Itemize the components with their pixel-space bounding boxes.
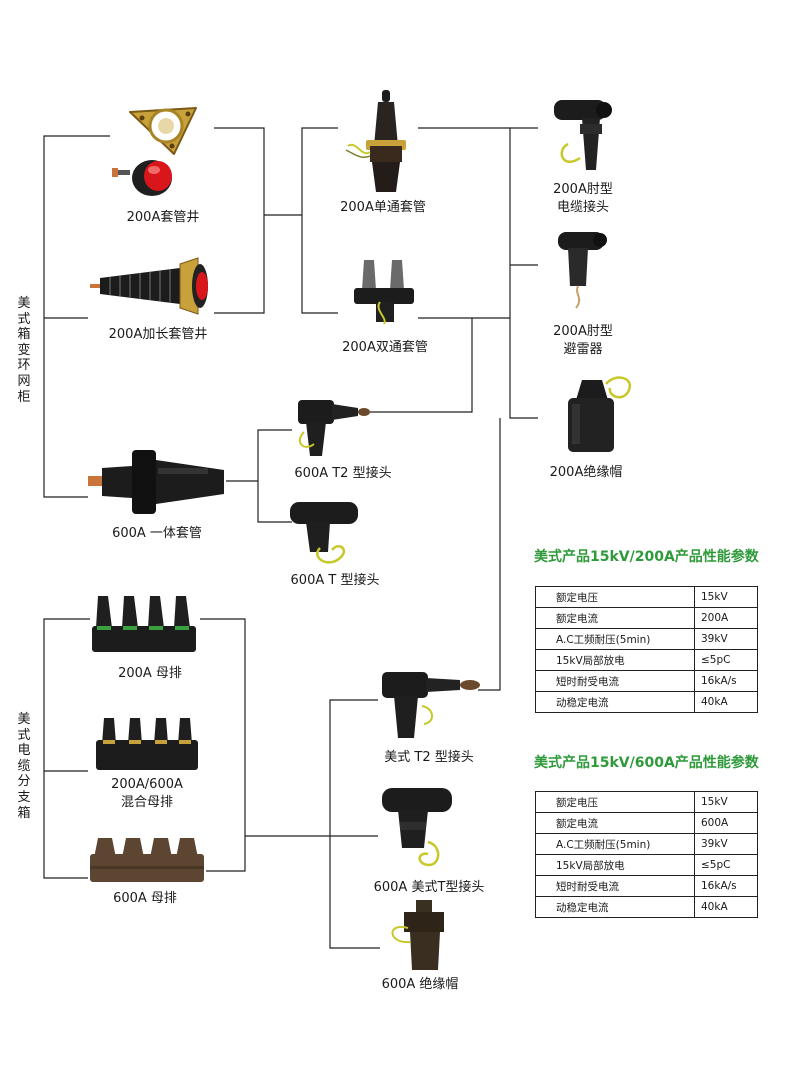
elbow-arrester-label-line2: 避雷器 (563, 342, 603, 357)
spec-value: ≤5pC (694, 854, 758, 876)
busbar-200-image (92, 596, 196, 652)
spec-param: 额定电流 (535, 812, 695, 834)
spec-value: 600A (694, 812, 758, 834)
spec-value: 16kA/s (694, 875, 758, 897)
table-row: 15kV局部放电≤5pC (535, 649, 758, 671)
spec-200-title: 美式产品15kV/200A产品性能参数 (534, 549, 759, 565)
integral-bushing-600-image (88, 450, 224, 514)
mixed-busbar-label-line1: 200A/600A (111, 777, 183, 792)
spec-param: 15kV局部放电 (535, 649, 695, 671)
elbow-arrester-label-line1: 200A肘型 (553, 324, 613, 339)
spec-param: 短时耐受电流 (535, 875, 695, 897)
spec-value: 39kV (694, 833, 758, 855)
us-t-600-connector-label: 600A 美式T型接头 (373, 880, 485, 895)
double-bushing-image (354, 260, 414, 325)
spec-param: 额定电流 (535, 607, 695, 629)
spec-param: 额定电压 (535, 586, 695, 608)
mixed-busbar-image (96, 718, 198, 770)
elbow-connector-label: 200A肘型 电缆接头 (545, 181, 621, 217)
group-label-transformer: 美式箱变环网柜 (17, 296, 31, 405)
table-row: A.C工频耐压(5min)39kV (535, 833, 758, 855)
spec-param: A.C工频耐压(5min) (535, 833, 695, 855)
spec-param: 短时耐受电流 (535, 670, 695, 692)
spec-value: 40kA (694, 896, 758, 918)
spec-value: 15kV (694, 586, 758, 608)
busbar-600-image (90, 838, 204, 882)
integral-bushing-600-label: 600A 一体套管 (112, 526, 202, 541)
spec-600-title: 美式产品15kV/600A产品性能参数 (534, 755, 759, 771)
spec-value: 200A (694, 607, 758, 629)
single-bushing-image (345, 90, 406, 192)
single-bushing-label: 200A单通套管 (340, 200, 426, 215)
spec-param: 额定电压 (535, 791, 695, 813)
group-label-branch: 美式电缆分支箱 (17, 712, 31, 821)
mixed-busbar-label-line2: 混合母排 (120, 795, 173, 810)
spec-value: 39kV (694, 628, 758, 650)
insulating-cap-200-label: 200A绝缘帽 (549, 465, 623, 480)
insulating-cap-600-label: 600A 绝缘帽 (381, 977, 459, 992)
spec-param: A.C工频耐压(5min) (535, 628, 695, 650)
spec-value: 15kV (694, 791, 758, 813)
elbow-connector-image (554, 100, 612, 170)
elbow-connector-label-line2: 电缆接头 (556, 200, 609, 215)
t2-600-connector-image (298, 400, 370, 456)
t2-600-connector-label: 600A T2 型接头 (294, 466, 392, 481)
insulating-cap-200-image (568, 376, 632, 452)
spec-param: 动稳定电流 (535, 691, 695, 713)
elbow-arrester-image (558, 232, 607, 309)
elbow-connector-label-line1: 200A肘型 (553, 182, 613, 197)
insulating-cap-600-image (391, 900, 444, 970)
elbow-arrester-label: 200A肘型 避雷器 (545, 323, 621, 359)
extended-bushing-well-image (90, 257, 208, 315)
busbar-200-label: 200A 母排 (118, 666, 182, 681)
us-t-600-connector-image (382, 788, 452, 867)
t-600-connector-image (290, 502, 358, 564)
double-bushing-label: 200A双通套管 (342, 340, 428, 355)
bushing-well-image (112, 107, 197, 196)
spec-value: 40kA (694, 691, 758, 713)
t-600-connector-label: 600A T 型接头 (290, 573, 380, 588)
bushing-well-label: 200A套管井 (126, 210, 200, 225)
spec-param: 动稳定电流 (535, 896, 695, 918)
table-row: A.C工频耐压(5min)39kV (535, 628, 758, 650)
spec-param: 15kV局部放电 (535, 854, 695, 876)
us-t2-connector-image (382, 672, 480, 738)
busbar-600-label: 600A 母排 (113, 891, 177, 906)
spec-value: ≤5pC (694, 649, 758, 671)
us-t2-connector-label: 美式 T2 型接头 (384, 750, 474, 765)
table-row: 15kV局部放电≤5pC (535, 854, 758, 876)
extended-bushing-well-label: 200A加长套管井 (108, 327, 208, 342)
spec-value: 16kA/s (694, 670, 758, 692)
mixed-busbar-label: 200A/600A 混合母排 (94, 776, 200, 812)
